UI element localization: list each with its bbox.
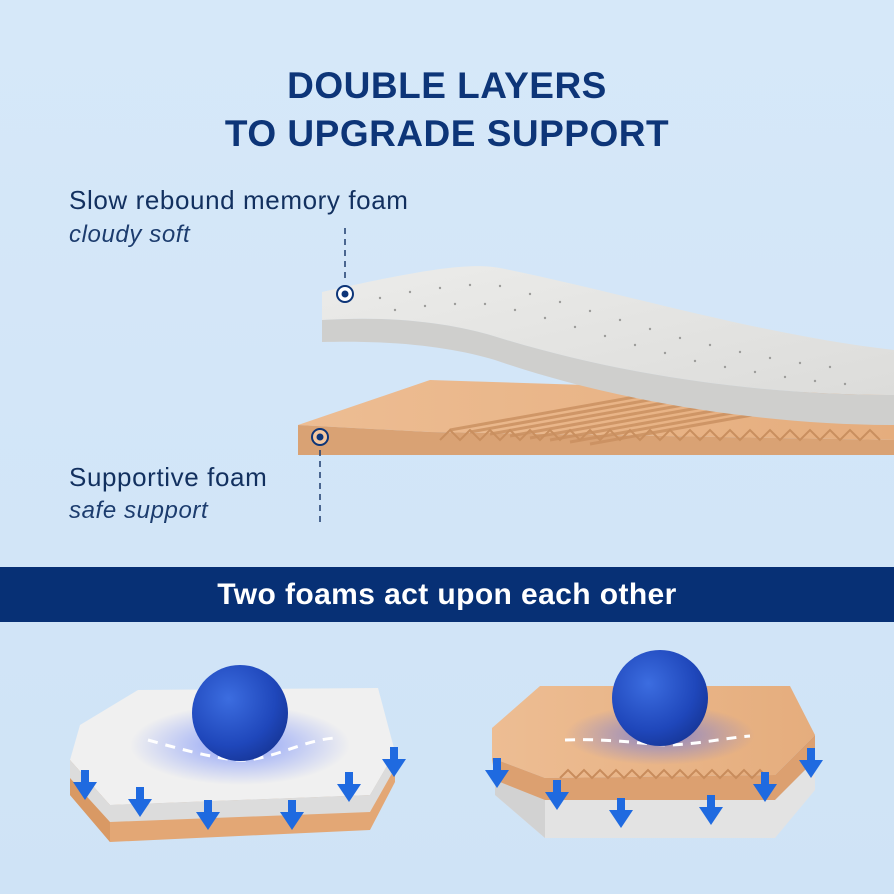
banner: Two foams act upon each other <box>0 567 894 622</box>
supportive-foam-marker <box>311 428 329 522</box>
supportive-foam-sub: safe support <box>69 497 209 524</box>
banner-text: Two foams act upon each other <box>217 578 677 611</box>
supportive-foam-label: Supportive foam <box>69 462 268 492</box>
left-foam-cube <box>70 665 406 842</box>
right-foam-cube <box>485 650 823 838</box>
memory-foam-marker <box>336 228 354 303</box>
title-line-2: TO UPGRADE SUPPORT <box>224 113 670 154</box>
memory-foam-sub: cloudy soft <box>69 221 191 248</box>
memory-foam-label: Slow rebound memory foam <box>69 185 409 215</box>
page-title: DOUBLE LAYERS TO UPGRADE SUPPORT <box>0 62 894 158</box>
title-line-1: DOUBLE LAYERS <box>287 65 607 106</box>
memory-foam-layer <box>322 266 894 425</box>
